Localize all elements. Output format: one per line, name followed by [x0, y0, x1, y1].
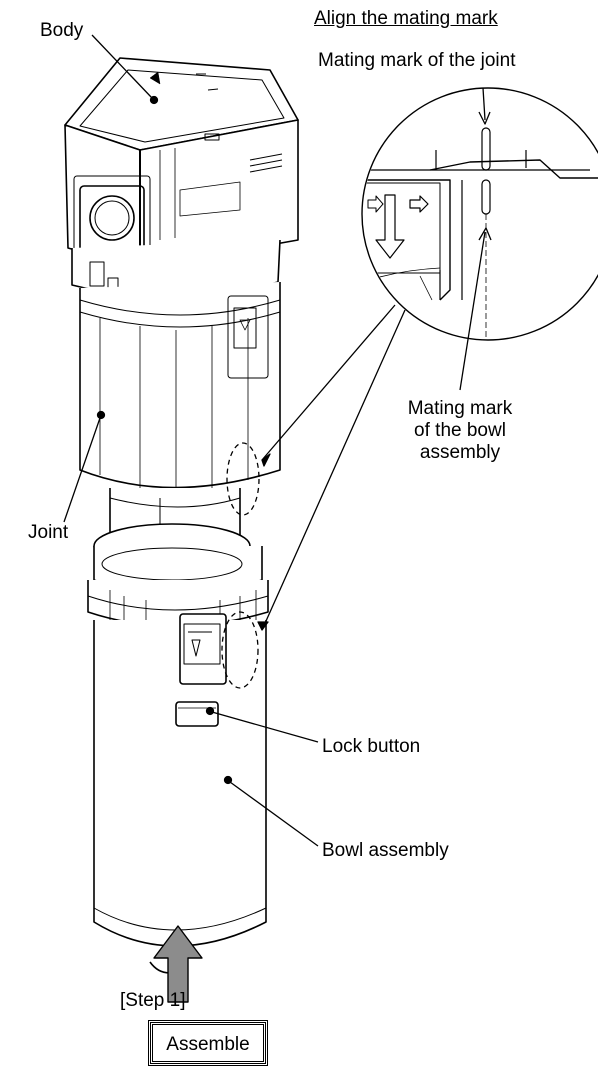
bowl-assembly-drawing: [87, 523, 269, 974]
body-block: [64, 57, 299, 269]
joint-mark-highlight: [226, 442, 260, 516]
bowl-mark-line-2: of the bowl: [414, 420, 506, 441]
lock-button-label: Lock button: [322, 736, 421, 757]
joint-cylinder: [71, 239, 281, 551]
assemble-box: Assemble: [148, 1020, 268, 1066]
bowl-mark-line-1: Mating mark: [407, 398, 513, 419]
bowl-assembly-label: Bowl assembly: [322, 840, 449, 861]
assemble-label: Assemble: [166, 1034, 250, 1055]
magnified-inset: [361, 87, 598, 341]
bowl-mating-mark-label: Mating mark of the bowl assembly: [380, 398, 540, 464]
bowl-mark-line-3: assembly: [419, 442, 501, 463]
bowl-mark-highlight: [221, 611, 259, 689]
joint-mating-mark-label: Mating mark of the joint: [318, 50, 516, 71]
body-label: Body: [40, 20, 84, 41]
assembly-direction-arrow-icon: [153, 925, 203, 1003]
step-label: [Step 1]: [120, 990, 186, 1011]
align-mating-mark-title: Align the mating mark: [314, 8, 498, 29]
joint-label: Joint: [28, 522, 69, 543]
leader-lines: [63, 34, 492, 847]
